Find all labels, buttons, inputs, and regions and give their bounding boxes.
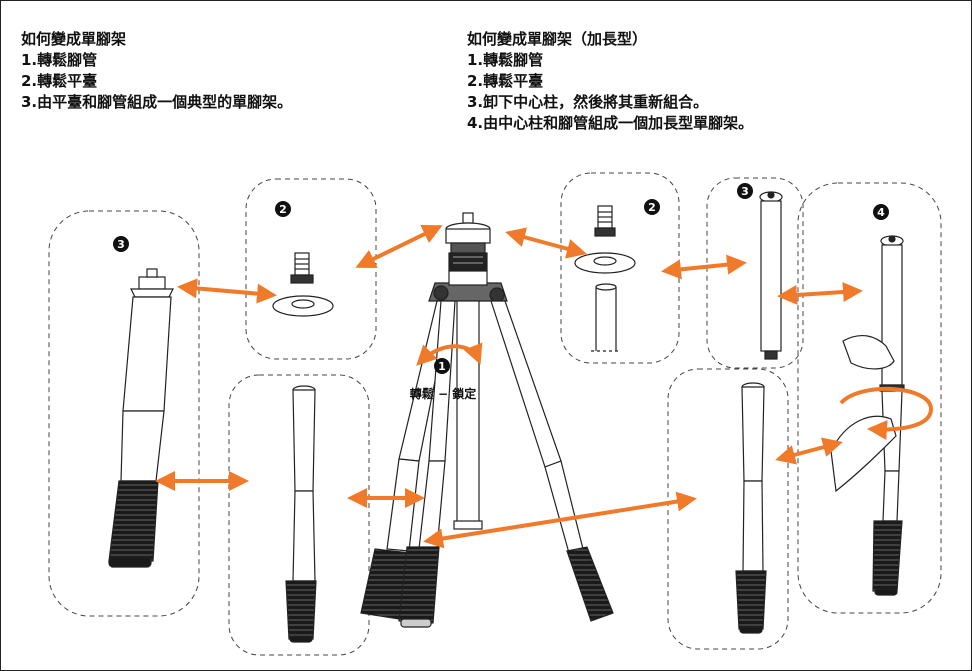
connector-arrows: [155, 225, 863, 549]
left-step-2: 2.轉鬆平臺: [21, 72, 98, 90]
panel-right-platform: [560, 172, 680, 364]
right-title: 如何變成單腳架（加長型）: [467, 30, 648, 48]
panel-left-platform: [245, 178, 377, 360]
right-step-1: 1.轉鬆腳管: [467, 51, 544, 69]
marker-three-right: [737, 183, 753, 199]
left-platform-part: [272, 252, 334, 317]
left-step-1: 1.轉鬆腳管: [21, 51, 98, 69]
arrow-right-platform-column: [661, 254, 747, 280]
marker-four-label: 4: [877, 206, 885, 219]
left-instructions: 如何變成單腳架 1.轉鬆腳管 2.轉鬆平臺 3.由平臺和腳管組成一個典型的單腳架…: [21, 29, 292, 113]
marker-two-left: [275, 201, 291, 217]
left-leg-part: [285, 385, 317, 643]
rotate-arrow: [416, 342, 483, 366]
marker-one: [434, 358, 450, 374]
arrow-left-column-platform: [177, 278, 277, 304]
left-step-3: 3.由平臺和腳管組成一個典型的單腳架。: [21, 93, 293, 111]
marker-two-left-label: 2: [279, 203, 287, 216]
marker-four: [873, 204, 889, 220]
panel-right-column: [706, 177, 804, 369]
left-title: 如何變成單腳架: [21, 30, 127, 48]
arrow-right-leg-assembled: [775, 437, 843, 465]
marker-three-left-label: 3: [117, 238, 125, 251]
right-instructions: 如何變成單腳架（加長型） 1.轉鬆腳管 2.轉鬆平臺 3.卸下中心柱，然後將其重…: [467, 29, 753, 134]
arrow-head-right-platform: [505, 227, 587, 259]
right-step-3: 3.卸下中心柱，然後將其重新組合。: [467, 93, 709, 111]
right-platform-part: [574, 205, 636, 352]
center-tripod: [360, 212, 614, 628]
arrow-tripod-right-leg: [423, 491, 697, 549]
right-center-column: [759, 191, 783, 360]
left-monopod: [108, 268, 174, 568]
arrow-column-assembled: [777, 282, 863, 305]
rotate-lock-label: 轉鬆 − 鎖定: [410, 386, 476, 401]
panel-left-leg: [228, 374, 370, 656]
marker-one-label: 1: [438, 360, 446, 373]
twist-arrow: [839, 386, 934, 441]
right-step-4: 4.由中心柱和腳管組成一個加長型單腳架。: [467, 114, 754, 132]
marker-three-right-label: 3: [741, 185, 749, 198]
right-extended-monopod: [830, 235, 905, 596]
right-leg-part: [735, 382, 767, 634]
dashed-panels: [48, 172, 942, 656]
marker-two-right: [644, 199, 660, 215]
marker-three-left: [113, 236, 129, 252]
marker-two-right-label: 2: [648, 201, 656, 214]
panel-right-leg: [667, 368, 789, 650]
panel-right-assembled: [797, 182, 942, 614]
arrow-platform-head: [355, 225, 443, 268]
right-step-2: 2.轉鬆平臺: [467, 72, 544, 90]
